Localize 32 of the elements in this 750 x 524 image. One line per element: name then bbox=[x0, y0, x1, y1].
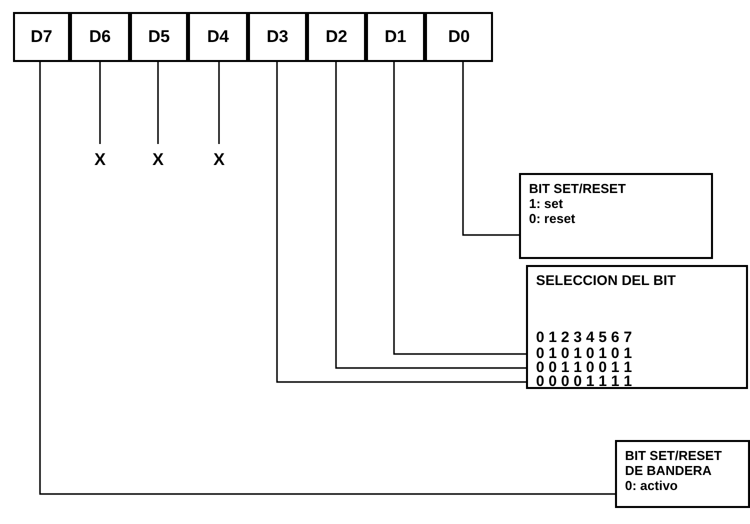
leader-line bbox=[218, 62, 220, 144]
box-text: 1: set bbox=[529, 196, 564, 211]
dont-care-mark: X bbox=[207, 150, 231, 172]
dont-care-mark: X bbox=[146, 150, 170, 172]
box-text: 0: reset bbox=[529, 211, 576, 226]
leader-line bbox=[157, 62, 159, 144]
bit-cell: D7 bbox=[13, 12, 70, 62]
box-heading: BIT SET/RESET bbox=[529, 181, 627, 196]
leader-line bbox=[99, 62, 101, 144]
bit-cell: D5 bbox=[130, 12, 188, 62]
table-row: 0 0 0 0 1 1 1 1 bbox=[536, 375, 736, 389]
box-heading: SELECCION DEL BIT bbox=[536, 273, 677, 288]
bit-cell: D3 bbox=[248, 12, 307, 62]
description-box bbox=[519, 173, 713, 259]
table-row: 0 1 0 1 0 1 0 1 bbox=[536, 347, 736, 361]
bit-cell: D1 bbox=[366, 12, 425, 62]
table-header-row: 0 1 2 3 4 5 6 7 bbox=[536, 331, 736, 347]
leader-line bbox=[462, 62, 519, 236]
bit-cell: D0 bbox=[425, 12, 493, 62]
leader-line bbox=[39, 62, 615, 495]
bit-selection-table bbox=[526, 265, 748, 389]
bit-cell: D6 bbox=[70, 12, 130, 62]
bit-cell: D2 bbox=[307, 12, 366, 62]
leader-line bbox=[393, 62, 526, 355]
box-text: 0: activo bbox=[625, 478, 679, 493]
bit-cell: D4 bbox=[188, 12, 248, 62]
dont-care-mark: X bbox=[88, 150, 112, 172]
leader-line bbox=[335, 62, 526, 369]
table-row: 0 0 1 1 0 0 1 1 bbox=[536, 361, 736, 375]
box-heading: BIT SET/RESET DE BANDERA bbox=[625, 448, 723, 478]
leader-line bbox=[276, 62, 526, 383]
description-box bbox=[615, 440, 750, 508]
